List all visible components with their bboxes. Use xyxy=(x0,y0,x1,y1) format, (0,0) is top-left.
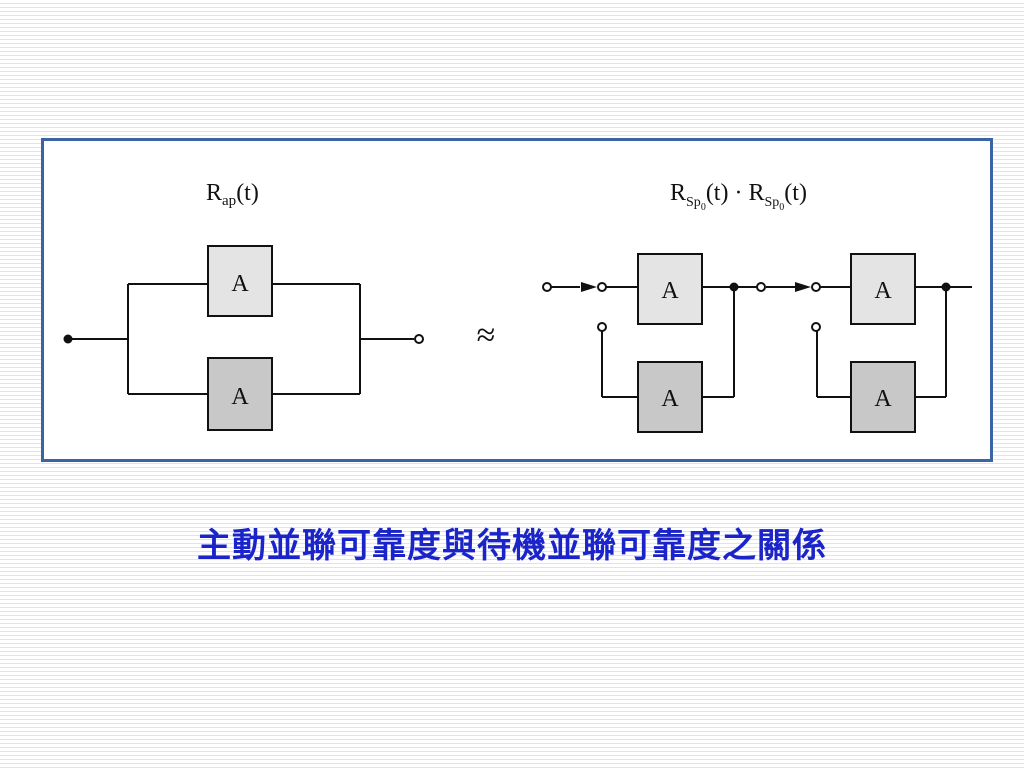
open-terminal xyxy=(597,322,607,332)
block-a-label: A xyxy=(874,278,892,304)
block-a-standby-1-bottom xyxy=(637,361,703,433)
label-r: R xyxy=(670,180,686,206)
switch-arrow xyxy=(795,282,811,292)
active-parallel-label: Rap(t) xyxy=(206,180,259,209)
block-a-label: A xyxy=(874,386,892,412)
label-subsub-0: 0 xyxy=(701,202,706,213)
label-r: R xyxy=(206,180,222,206)
open-terminal xyxy=(756,282,766,292)
standby-parallel-wires xyxy=(551,286,972,398)
open-terminal xyxy=(542,282,552,292)
output-terminal xyxy=(414,334,424,344)
switch-arrow xyxy=(581,282,597,292)
label-t: (t) xyxy=(236,180,259,206)
open-terminal xyxy=(811,322,821,332)
label-sub-ap: ap xyxy=(222,193,236,209)
open-terminal xyxy=(811,282,821,292)
block-a-active-bottom xyxy=(207,357,273,431)
label-dot: · xyxy=(734,180,742,206)
open-terminal xyxy=(597,282,607,292)
junction-dot xyxy=(729,282,739,292)
input-terminal xyxy=(63,334,73,344)
approx-symbol: ≈ xyxy=(477,317,496,354)
label-r: R xyxy=(748,180,764,206)
label-subsub-0: 0 xyxy=(779,202,784,213)
label-t: (t) xyxy=(784,180,807,206)
diagram-frame xyxy=(41,138,993,462)
block-a-label: A xyxy=(231,271,249,297)
slide-caption: 主動並聯可靠度與待機並聯可靠度之關係 xyxy=(197,526,827,566)
label-t: (t) xyxy=(706,180,729,206)
label-sub-sp: Sp xyxy=(764,195,779,210)
junction-dot xyxy=(941,282,951,292)
label-sub-sp: Sp xyxy=(686,195,701,210)
active-parallel-wires xyxy=(68,283,414,395)
block-a-active-top xyxy=(207,245,273,317)
block-a-standby-1-top xyxy=(637,253,703,325)
block-a-label: A xyxy=(231,384,249,410)
block-a-label: A xyxy=(661,278,679,304)
block-a-standby-2-top xyxy=(850,253,916,325)
block-a-standby-2-bottom xyxy=(850,361,916,433)
standby-terminals xyxy=(542,282,821,332)
block-a-label: A xyxy=(661,386,679,412)
standby-parallel-label: RSp0(t)·RSp0(t) xyxy=(670,180,807,213)
